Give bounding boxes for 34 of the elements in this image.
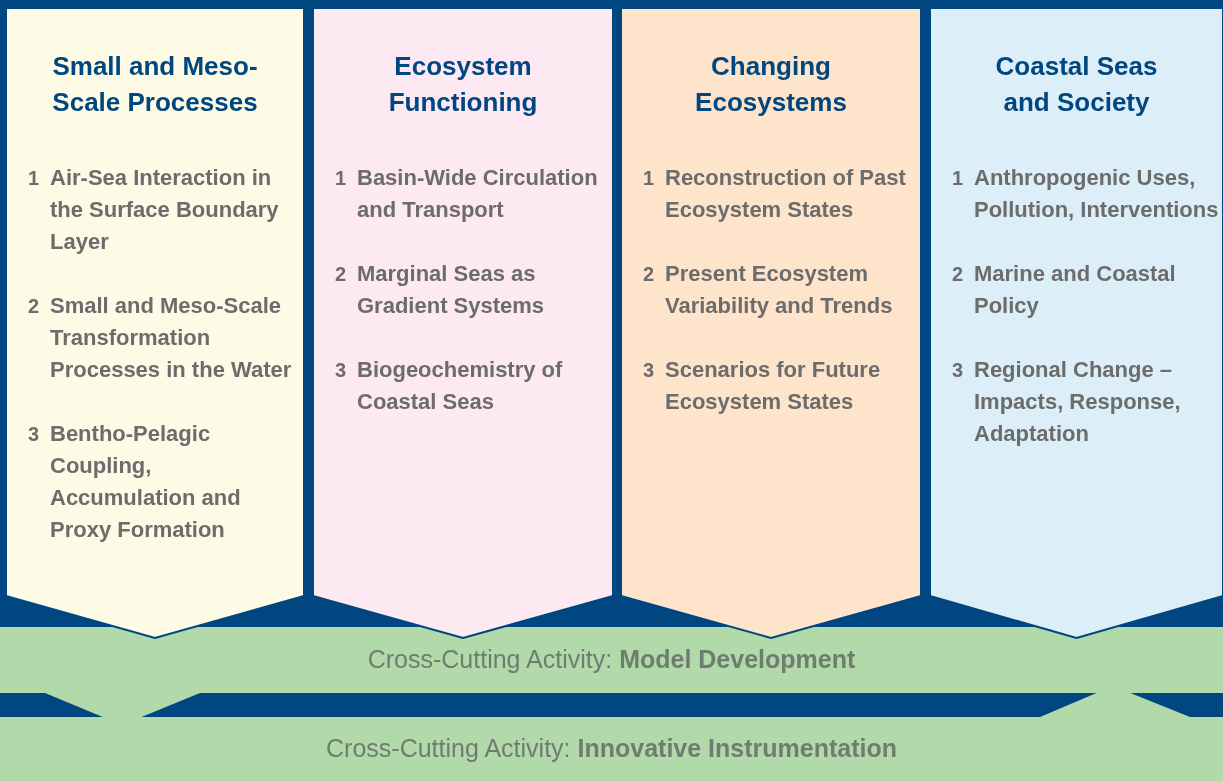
item-number: 2 xyxy=(952,262,965,287)
column-arrow-shape xyxy=(6,8,304,639)
item-text: Marginal Seas as Gradient Systems xyxy=(357,260,546,320)
item-text: Biogeochemistry of Coastal Seas xyxy=(357,356,564,416)
item-text: Marine and Coastal Policy xyxy=(974,260,1177,320)
column-heading: Changing Ecosystems xyxy=(694,50,848,119)
item-text: Air-Sea Interaction in the Surface Boundary Layer xyxy=(50,164,280,256)
column-heading: Small and Meso-Scale Processes xyxy=(51,50,259,119)
band-text: Cross-Cutting Activity: Innovative Instrumentation xyxy=(326,733,897,765)
item-number: 2 xyxy=(335,262,348,287)
column-arrow-shape xyxy=(930,8,1223,639)
item-number: 1 xyxy=(952,166,965,191)
band-text: Cross-Cutting Activity: Model Development xyxy=(367,644,856,676)
item-text: Reconstruction of Past Ecosystem States xyxy=(665,164,907,224)
column-arrow-shape xyxy=(621,8,921,639)
item-number: 1 xyxy=(335,166,348,191)
item-number: 3 xyxy=(28,422,41,447)
item-text: Basin-Wide Circulation and Transport xyxy=(357,164,599,224)
item-text: Bentho-Pelagic Coupling, Accumulation and Proxy Formation xyxy=(50,420,242,544)
column-arrow-shape xyxy=(313,8,613,639)
item-number: 2 xyxy=(28,294,41,319)
item-number: 2 xyxy=(643,262,656,287)
column-heading: Coastal Seas and Society xyxy=(994,50,1159,119)
item-text: Anthropogenic Uses, Pollution, Interventions xyxy=(974,164,1219,224)
item-number: 1 xyxy=(28,166,41,191)
item-number: 3 xyxy=(952,358,965,383)
item-text: Scenarios for Future Ecosystem States xyxy=(665,356,882,416)
item-text: Small and Meso-Scale Transformation Processes in the Water xyxy=(50,292,293,384)
item-text: Regional Change – Impacts, Response, Adaptation xyxy=(974,356,1182,448)
item-number: 3 xyxy=(643,358,656,383)
item-text: Present Ecosystem Variability and Trends xyxy=(665,260,894,320)
item-number: 1 xyxy=(643,166,656,191)
column-heading: Ecosystem Functioning xyxy=(387,50,539,119)
item-number: 3 xyxy=(335,358,348,383)
